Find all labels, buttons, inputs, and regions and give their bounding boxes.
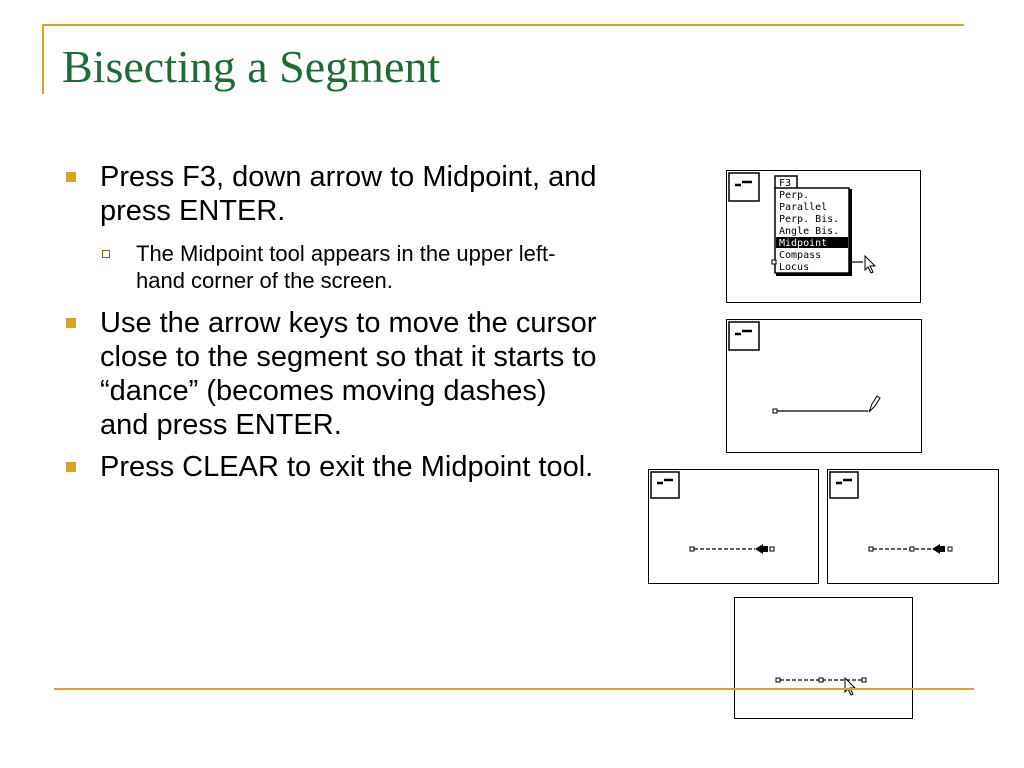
calculator-screen-tool — [726, 319, 922, 453]
calculator-screen-result — [734, 597, 913, 719]
segment-endpoint — [775, 677, 781, 683]
midpoint-tool-icon — [650, 471, 680, 499]
menu-item: Compass — [779, 250, 821, 261]
segment-endpoint — [861, 677, 867, 683]
segment-endpoint — [772, 408, 778, 414]
bullet-item: Use the arrow keys to move the cursor cl… — [62, 306, 602, 442]
bottom-rule — [54, 688, 974, 690]
slide-title: Bisecting a Segment — [62, 41, 441, 92]
midpoint-tool-icon — [728, 321, 760, 351]
sub-bullet-text: The Midpoint tool appears in the upper l… — [136, 241, 556, 293]
bullet-item: Press CLEAR to exit the Midpoint tool. — [62, 450, 602, 484]
bullet-text: Press F3, down arrow to Midpoint, and pr… — [100, 161, 597, 227]
segment-endpoint — [769, 546, 775, 552]
arrow-cursor-icon — [932, 544, 940, 554]
bullet-text: Press CLEAR to exit the Midpoint tool. — [100, 451, 594, 483]
calculator-screen-dancing — [648, 469, 819, 584]
cursor-tail — [939, 546, 945, 552]
menu-item: Locus — [779, 262, 809, 273]
calculator-screen-menu: F3 Perp. Parallel Perp. Bis. Angle Bis. … — [726, 170, 921, 303]
f3-dropdown-menu: F3 Perp. Parallel Perp. Bis. Angle Bis. … — [774, 175, 852, 276]
menu-item-selected: Midpoint — [779, 238, 827, 249]
segment-endpoint — [868, 546, 874, 552]
frame-horizontal-rule — [42, 24, 964, 26]
hollow-square-icon — [102, 250, 110, 258]
sub-bullet-item: The Midpoint tool appears in the upper l… — [100, 240, 602, 294]
bullet-square-icon — [66, 318, 76, 328]
bullet-list: Press F3, down arrow to Midpoint, and pr… — [62, 160, 602, 492]
midpoint-marker — [909, 546, 915, 552]
midpoint-marker — [818, 677, 824, 683]
bullet-square-icon — [66, 462, 76, 472]
menu-item: Perp. — [779, 190, 809, 201]
sub-bullet-list: The Midpoint tool appears in the upper l… — [100, 240, 602, 294]
menu-item: Perp. Bis. — [779, 214, 839, 225]
segment-endpoint — [947, 546, 953, 552]
calculator-screen-midpoint — [827, 469, 999, 584]
midpoint-tool-icon — [829, 471, 859, 499]
bullet-text: Use the arrow keys to move the cursor cl… — [100, 307, 597, 441]
segment-endpoint — [689, 546, 695, 552]
bullet-square-icon — [66, 172, 76, 182]
arrow-cursor-icon — [755, 544, 763, 554]
frame-vertical-rule — [42, 24, 44, 94]
menu-item: Parallel — [779, 202, 827, 213]
segment-endpoint — [771, 259, 777, 265]
cursor-tail — [762, 546, 768, 552]
arrow-cursor-icon — [864, 254, 877, 274]
menu-header: F3 — [779, 178, 791, 189]
midpoint-tool-icon — [728, 172, 760, 202]
pencil-cursor-icon — [868, 395, 881, 413]
bullet-item: Press F3, down arrow to Midpoint, and pr… — [62, 160, 602, 294]
menu-item: Angle Bis. — [779, 226, 839, 237]
